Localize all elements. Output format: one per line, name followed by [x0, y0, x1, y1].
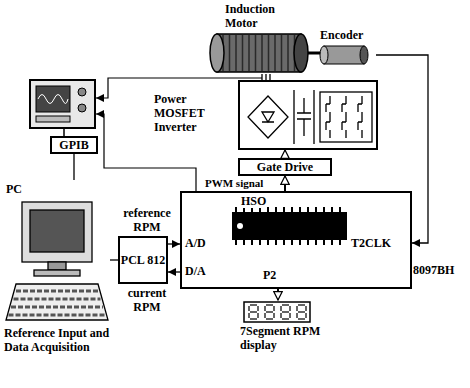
inverter-figure	[248, 90, 372, 144]
motor-fin	[281, 35, 283, 71]
mosfet-bridge	[320, 92, 372, 142]
pin-name: D/A	[184, 264, 207, 278]
key-row	[9, 314, 106, 317]
motor-fin	[242, 35, 244, 71]
encoder-end	[360, 46, 368, 64]
encoder-figure	[320, 46, 368, 64]
node-label: Power MOSFET Inverter	[154, 92, 234, 134]
connector-line	[376, 55, 428, 243]
motor-body	[217, 34, 301, 72]
inverter-box: Power MOSFET Inverter	[238, 80, 378, 150]
motor-fin	[255, 35, 257, 71]
signal-label: reference RPM	[116, 206, 178, 234]
node-label: 7Segment RPM display	[240, 324, 350, 352]
node-label: GPIB	[59, 138, 88, 152]
mosfet-symbol	[326, 96, 330, 138]
node-label: PC	[6, 182, 22, 196]
display-frame	[244, 302, 310, 322]
key-row	[14, 298, 101, 301]
pc-node: PC Reference Input and Data Acquisition	[4, 180, 110, 366]
connector	[168, 244, 180, 245]
oscilloscope	[30, 80, 95, 128]
pin-name: T2CLK	[350, 236, 392, 250]
node-label: PCL 812	[121, 253, 165, 267]
scope-panel	[36, 116, 70, 122]
connector-line	[73, 154, 74, 180]
node-label: 8097BH	[413, 263, 454, 277]
pin-name: A/D	[184, 236, 207, 250]
motor-fin	[229, 35, 231, 71]
connector	[376, 55, 428, 243]
digit-segments	[265, 305, 274, 319]
connector	[285, 150, 286, 158]
connector	[168, 272, 180, 273]
encoder-end	[320, 46, 328, 64]
motor-end	[210, 34, 224, 72]
diode-symbol	[262, 112, 274, 122]
chip-notch	[237, 223, 243, 229]
monitor-base	[34, 270, 80, 276]
microcontroller-chip	[232, 207, 347, 245]
scope-screen	[36, 86, 70, 112]
mosfet-symbol	[342, 96, 346, 138]
chip-body	[232, 212, 347, 240]
key-row	[11, 306, 103, 309]
process-box: GPIB	[50, 136, 98, 154]
motor-fin	[248, 35, 250, 71]
digit-segments	[297, 305, 306, 319]
scope-trace	[38, 95, 68, 104]
digit-segments	[249, 305, 258, 319]
motor-fin	[274, 35, 276, 71]
node-label: Gate Drive	[257, 160, 313, 174]
node-label: Induction Motor	[225, 2, 295, 30]
monitor	[22, 202, 92, 262]
connector-line	[284, 176, 286, 191]
node-illustration	[240, 82, 380, 152]
display-node: 7Segment RPM display	[240, 300, 350, 352]
motor-fin	[287, 35, 289, 71]
connector-layer	[74, 55, 428, 300]
motor-fin	[268, 35, 270, 71]
key-row	[16, 290, 98, 293]
scope-gpib-wire	[63, 128, 65, 136]
motor-node: Induction Motor	[205, 2, 315, 74]
signal-label: current RPM	[116, 286, 178, 314]
mosfet-symbol	[358, 96, 362, 138]
pin-name: P2	[262, 268, 277, 282]
signal-label: PWM signal	[204, 177, 264, 189]
diode-bridge	[248, 96, 288, 138]
encoder-body	[324, 46, 364, 64]
node-caption: Reference Input and Data Acquisition	[4, 326, 110, 354]
monitor-screen	[30, 210, 84, 252]
connector	[278, 289, 279, 300]
node-label: Encoder	[320, 28, 376, 42]
connector-line	[168, 243, 180, 244]
motor-fin	[261, 35, 263, 71]
keyboard	[6, 284, 108, 320]
connector-line	[284, 150, 286, 158]
process-box: PCL 812	[118, 236, 168, 284]
pin-name: HSO	[240, 194, 267, 208]
scope-knob	[78, 88, 86, 96]
motor-end	[294, 34, 308, 72]
encoder-node: Encoder	[320, 28, 376, 68]
connector-line	[110, 259, 118, 260]
monitor-stand	[48, 262, 66, 270]
connector	[110, 260, 118, 261]
scope-case	[30, 80, 95, 128]
connector-line	[277, 289, 279, 300]
connector	[285, 176, 286, 191]
connector-line	[168, 271, 180, 272]
capacitor-symbol	[297, 98, 311, 136]
induction-motor-figure	[210, 34, 324, 72]
scope-knob	[78, 104, 86, 112]
pc-figure	[6, 202, 108, 320]
seven-segment-figure	[244, 302, 310, 322]
connector	[74, 154, 75, 180]
stage-divider	[294, 90, 314, 144]
motor-fin	[235, 35, 237, 71]
digit-segments	[281, 305, 290, 319]
process-box: Gate Drive	[238, 158, 332, 176]
